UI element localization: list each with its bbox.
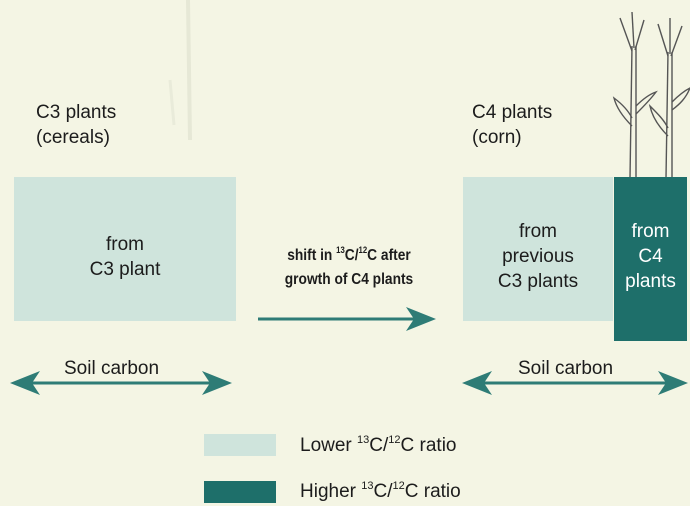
c3-plants-title: C3 plants (cereals) — [36, 100, 116, 150]
c4-plants-carbon-box: from C4 plants — [614, 177, 687, 341]
c3-title-line2: (cereals) — [36, 127, 110, 148]
c3-box-line1: from — [106, 234, 144, 255]
c4-light-line3: C3 plants — [497, 271, 579, 292]
c3-box-line2: C3 plant — [89, 259, 161, 280]
shift-label: shift in 13C/12C after growth of C4 plan… — [254, 244, 445, 292]
c4-light-line2: previous — [502, 246, 574, 267]
c4-light-line1: from — [519, 221, 557, 242]
c4-plants-title: C4 plants (corn) — [472, 100, 552, 150]
shift-arrow — [258, 307, 436, 331]
right-double-arrow — [462, 371, 688, 395]
legend-higher-label: Higher 13C/12C ratio — [300, 480, 461, 503]
c4-light-box-label: from previous C3 plants — [463, 219, 613, 294]
shift-line2: growth of C4 plants — [284, 271, 414, 288]
c4-title-line2: (corn) — [472, 127, 522, 148]
c4-title-line1: C4 plants — [472, 102, 553, 123]
corn-plant-illustration — [612, 11, 690, 178]
c4-previous-c3-box: from previous C3 plants — [463, 177, 613, 321]
legend-higher-swatch — [204, 481, 276, 503]
c4-dark-line3: plants — [625, 271, 676, 292]
legend-lower-swatch — [204, 434, 276, 456]
c4-dark-line1: from — [631, 221, 670, 242]
left-double-arrow — [10, 371, 232, 395]
shift-line1: shift in 13C/12C after — [287, 245, 411, 265]
faint-plant-stem — [168, 0, 192, 141]
c4-dark-box-label: from C4 plants — [614, 219, 687, 294]
legend-lower-label: Lower 13C/12C ratio — [300, 434, 457, 457]
c3-box-label: from C3 plant — [14, 232, 236, 282]
right-soil-carbon-label: Soil carbon — [518, 358, 614, 379]
c3-title-line1: C3 plants — [36, 102, 117, 123]
left-soil-carbon-label: Soil carbon — [64, 358, 160, 379]
c4-dark-line2: C4 — [638, 246, 663, 267]
c3-soil-box: from C3 plant — [14, 177, 236, 321]
